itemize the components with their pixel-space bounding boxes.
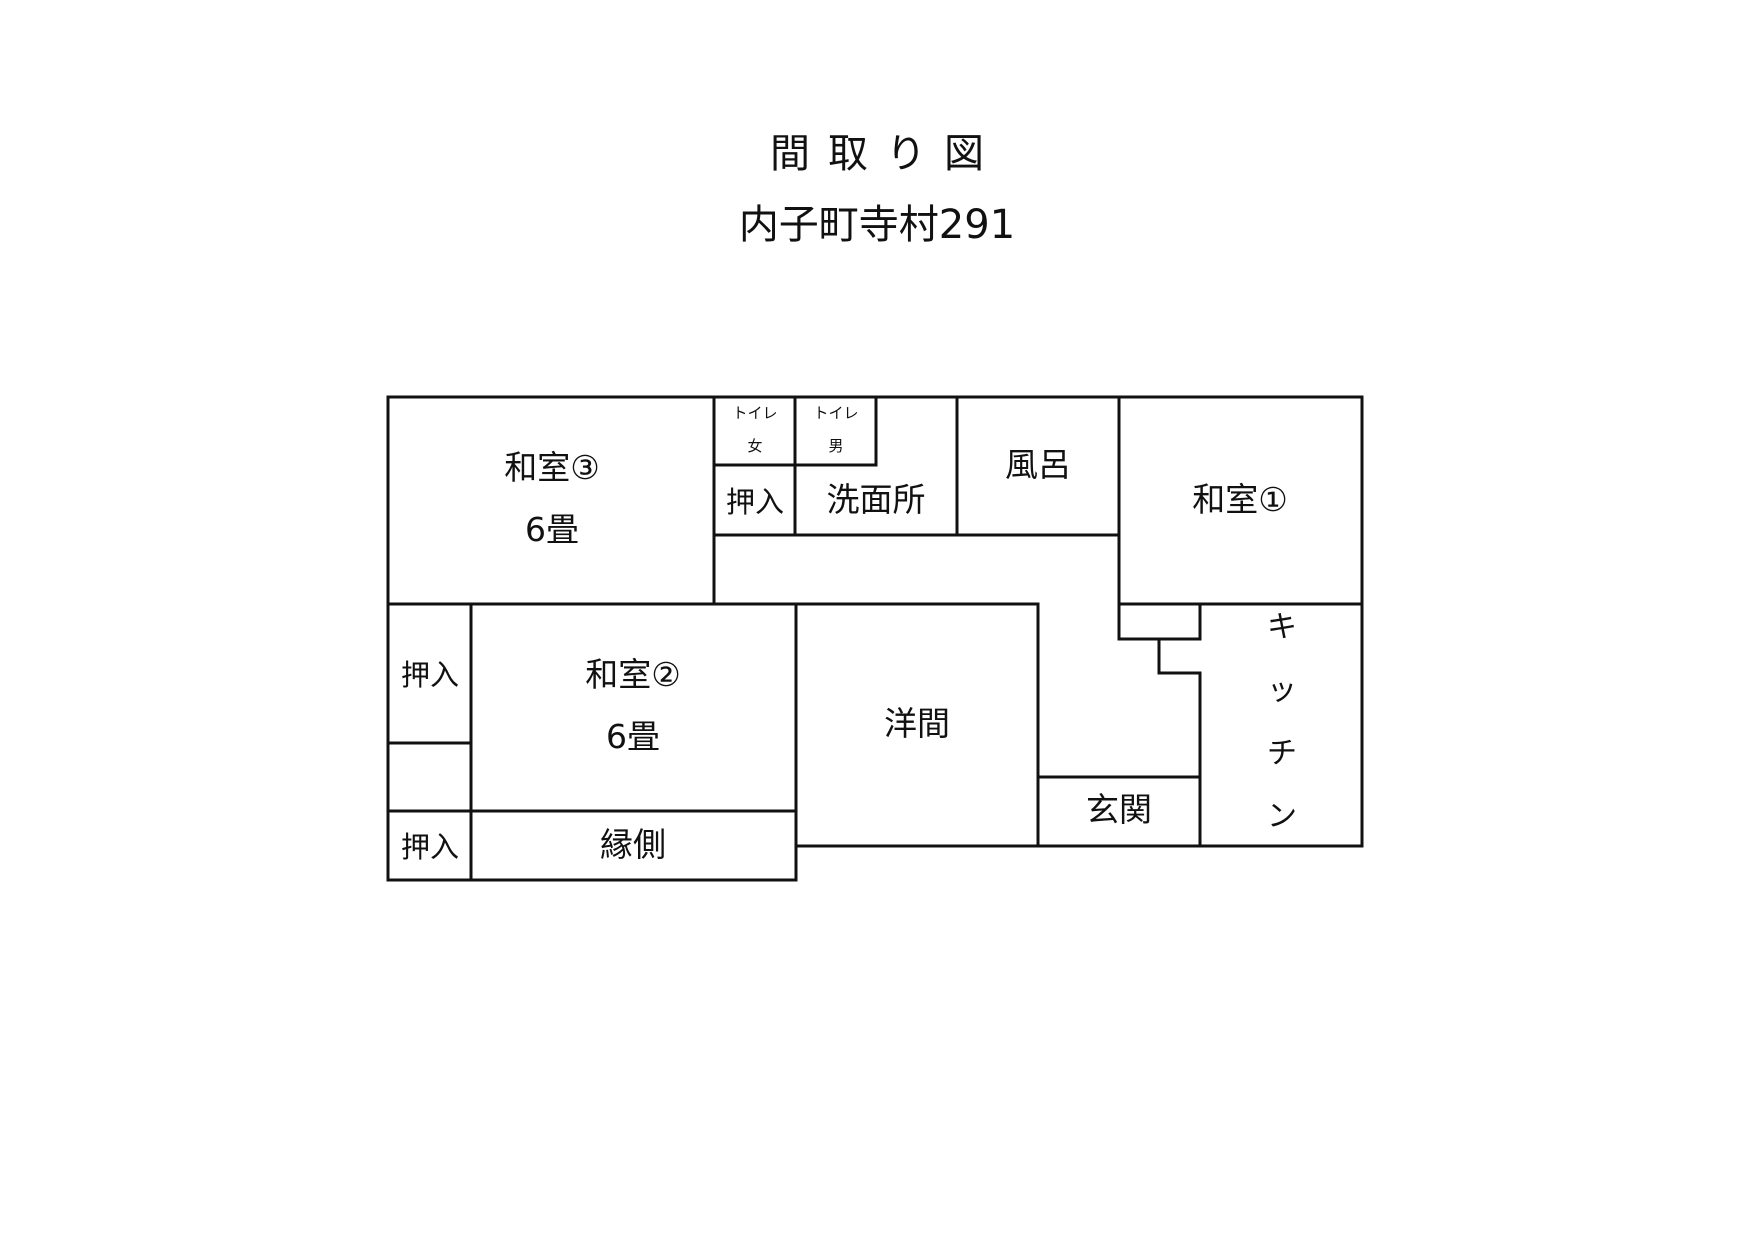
room-washitsu-2: 和室② 6畳 — [585, 644, 681, 768]
address-subtitle: 内子町寺村291 — [738, 202, 1016, 248]
room-washitsu-3-name: 和室③ — [504, 448, 600, 487]
toilet-women-label: トイレ — [732, 404, 778, 422]
room-washitsu-3-size: 6畳 — [525, 510, 579, 549]
toilet-men-label: トイレ — [813, 404, 859, 422]
room-washitsu-2-name: 和室② — [585, 655, 681, 694]
room-washitsu-3: 和室③ 6畳 — [504, 437, 600, 561]
room-washroom: 洗面所 — [826, 480, 926, 519]
room-toilet-men: トイレ 男 — [813, 397, 858, 463]
toilet-men-gender: 男 — [828, 437, 844, 455]
kitchen-char-3: チ — [1267, 736, 1297, 771]
room-entrance: 玄関 — [1086, 790, 1152, 829]
room-closet-top: 押入 — [725, 485, 785, 519]
toilet-women-gender: 女 — [747, 437, 763, 455]
room-kitchen: キ ッ チ ン — [1267, 596, 1297, 848]
kitchen-char-2: ッ — [1267, 673, 1297, 708]
page-title: 間取り図 — [770, 131, 1002, 177]
room-bath: 風呂 — [1005, 445, 1071, 484]
kitchen-char-4: ン — [1267, 799, 1297, 834]
room-washitsu-1: 和室① — [1192, 480, 1288, 519]
room-closet-left-upper: 押入 — [400, 658, 460, 692]
room-closet-left-lower: 押入 — [400, 830, 460, 864]
kitchen-char-1: キ — [1267, 610, 1297, 645]
room-washitsu-2-size: 6畳 — [606, 717, 660, 756]
room-toilet-women: トイレ 女 — [732, 397, 777, 463]
room-western: 洋間 — [884, 704, 950, 743]
room-veranda: 縁側 — [600, 825, 666, 864]
